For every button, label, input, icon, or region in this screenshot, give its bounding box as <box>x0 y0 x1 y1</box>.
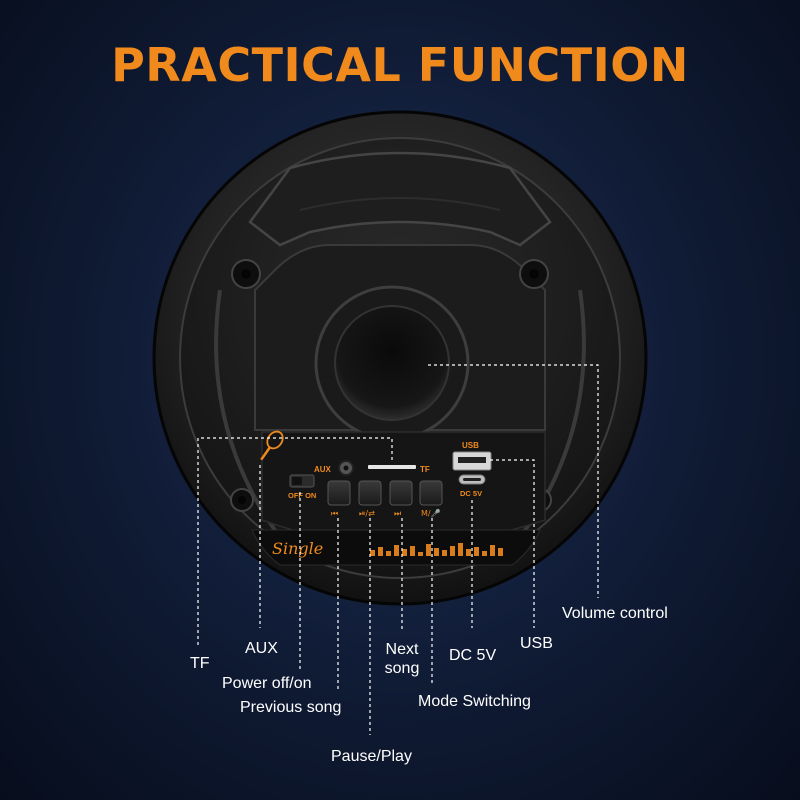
panel-dc-label: DC 5V <box>460 489 482 498</box>
equalizer-bar <box>394 545 399 556</box>
equalizer-bar <box>458 543 463 556</box>
equalizer-bar <box>450 546 455 556</box>
equalizer-bar <box>402 549 407 556</box>
equalizer-bar <box>410 546 415 556</box>
equalizer-bar <box>490 545 495 556</box>
button-symbol-previous: ⏮ <box>331 509 338 518</box>
panel-aux-label: AUX <box>314 465 332 474</box>
next-button <box>389 480 413 506</box>
pause-play-button <box>358 480 382 506</box>
callout-aux: AUX <box>245 640 278 657</box>
equalizer-bar <box>418 552 423 556</box>
previous-button <box>327 480 351 506</box>
panel-tf-label: TF <box>420 465 430 474</box>
panel-switch-label: OFF ON <box>288 491 316 500</box>
callout-previous-song: Previous song <box>240 699 342 716</box>
equalizer-bar <box>426 544 431 556</box>
mode-button <box>419 480 443 506</box>
button-symbol-pause-play: ⏯/⇄ <box>359 509 375 518</box>
microphone-icon <box>260 430 284 461</box>
button-symbol-next: ⏭ <box>394 509 401 518</box>
brand-logo: Single <box>272 539 323 558</box>
button-symbol-mode: M/🎤 <box>421 508 441 518</box>
callout-volume-control: Volume control <box>562 605 668 622</box>
equalizer-bar <box>434 548 439 556</box>
callout-mode-switching: Mode Switching <box>418 693 531 710</box>
callout-lines <box>197 364 599 735</box>
equalizer-bar <box>442 550 447 556</box>
equalizer-bar <box>498 548 503 556</box>
equalizer-bar <box>370 550 375 556</box>
callout-dc-5v: DC 5V <box>449 647 497 664</box>
callout-next-song-line1: Next <box>385 641 419 658</box>
tf-slot <box>368 465 416 469</box>
callout-pause-play: Pause/Play <box>331 748 412 765</box>
equalizer-bar <box>466 549 471 556</box>
callout-tf: TF <box>190 655 210 672</box>
callout-power-off-on: Power off/on <box>222 675 312 692</box>
equalizer-bar <box>378 547 383 556</box>
callout-next-song-line2: song <box>384 660 420 677</box>
panel-usb-label: USB <box>462 441 479 450</box>
callout-usb: USB <box>520 635 553 652</box>
equalizer-bars <box>370 543 503 556</box>
callout-next-song: Next song <box>372 640 432 678</box>
control-buttons <box>327 480 443 506</box>
equalizer-bar <box>474 547 479 556</box>
headline: PRACTICAL FUNCTION <box>111 38 689 92</box>
equalizer-bar <box>386 551 391 556</box>
equalizer-bar <box>482 551 487 556</box>
